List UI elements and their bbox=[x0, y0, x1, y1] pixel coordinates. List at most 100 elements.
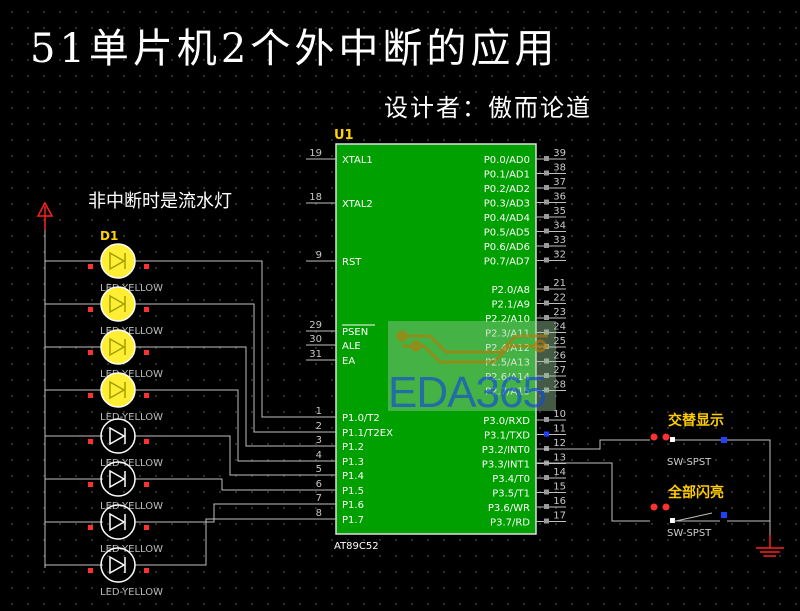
pin-number: 11 bbox=[553, 424, 566, 435]
pin-number: 31 bbox=[309, 349, 322, 360]
led-part-label: LED-YELLOW bbox=[100, 326, 163, 337]
right-pin-group: 39P0.0/AD038P0.1/AD137P0.2/AD236P0.3/AD3… bbox=[482, 148, 566, 529]
pin-number: 36 bbox=[553, 192, 566, 203]
pin-number: 25 bbox=[553, 336, 566, 347]
mcu-chip[interactable]: U1 AT89C52 bbox=[334, 128, 537, 552]
pin-name: RST bbox=[342, 257, 362, 268]
eda365-watermark: EDA365 bbox=[388, 321, 556, 417]
pin-number: 7 bbox=[316, 493, 322, 504]
led-body bbox=[100, 504, 136, 540]
chip-part: AT89C52 bbox=[334, 541, 379, 552]
pin-name: P2.5/A13 bbox=[485, 358, 530, 369]
pin-number: 3 bbox=[316, 435, 322, 446]
pin-name: P3.3/INT1 bbox=[482, 460, 530, 471]
pin-name: P1.7 bbox=[342, 515, 364, 526]
chip-pin-p1-4: 5P1.4 bbox=[306, 464, 364, 482]
pin-name: XTAL2 bbox=[342, 199, 373, 210]
pin-number: 17 bbox=[553, 511, 566, 522]
led-part-label: LED-YELLOW bbox=[100, 501, 163, 512]
switch-label: 交替显示 bbox=[668, 412, 724, 429]
pin-name: EA bbox=[342, 356, 355, 367]
pin-name: P1.1/T2EX bbox=[342, 428, 393, 439]
pin-number: 13 bbox=[553, 453, 566, 464]
pin-name: PSEN bbox=[342, 327, 368, 338]
chip-pin-p1-3: 4P1.3 bbox=[306, 450, 364, 468]
switch-part: SW-SPST bbox=[667, 528, 712, 539]
pin-number: 28 bbox=[553, 380, 566, 391]
pin-number: 22 bbox=[553, 293, 566, 304]
pin-name: P2.3/A11 bbox=[485, 329, 530, 340]
pin-number: 38 bbox=[553, 163, 566, 174]
chip-pin-p2-7-a15: 28P2.7/A15 bbox=[485, 380, 566, 398]
pin-name: P2.7/A15 bbox=[485, 387, 530, 398]
pin-number: 8 bbox=[316, 508, 322, 519]
pin-number: 19 bbox=[309, 148, 322, 159]
switch-interrupt0[interactable]: 交替显示 SW-SPST bbox=[650, 412, 728, 468]
pin-name: P1.3 bbox=[342, 457, 364, 468]
pin-number: 21 bbox=[553, 278, 566, 289]
subtitle-note: 非中断时是流水灯 bbox=[88, 191, 232, 212]
chip-ref: U1 bbox=[334, 128, 354, 143]
chip-pin-p1-1-t2ex: 2P1.1/T2EX bbox=[306, 421, 393, 439]
ground-icon bbox=[756, 535, 784, 557]
pin-number: 16 bbox=[553, 496, 566, 507]
pin-number: 29 bbox=[309, 320, 322, 331]
pin-name: P0.5/AD5 bbox=[484, 228, 530, 239]
pin-name: P3.5/T1 bbox=[492, 489, 530, 500]
pin-name: ALE bbox=[342, 341, 361, 352]
led-2: LED-YELLOW bbox=[45, 286, 163, 337]
led-array: LED-YELLOWD1LED-YELLOWLED-YELLOWLED-YELL… bbox=[45, 229, 163, 598]
pin-number: 10 bbox=[553, 409, 566, 420]
led-3: LED-YELLOW bbox=[45, 329, 163, 380]
pin-name: P3.2/INT0 bbox=[482, 445, 530, 456]
pin-name: P0.2/AD2 bbox=[484, 184, 530, 195]
led-5: LED-YELLOW bbox=[45, 418, 163, 469]
pin-name: P3.4/T0 bbox=[492, 474, 530, 485]
pin-name: P2.1/A9 bbox=[491, 300, 530, 311]
pin-number: 26 bbox=[553, 351, 566, 362]
chip-pin-p2-6-a14: 27P2.6/A14 bbox=[485, 365, 566, 383]
pin-name: P1.2 bbox=[342, 442, 364, 453]
switch-interrupt1[interactable]: 全部闪亮 SW-SPST bbox=[650, 484, 728, 539]
pin-name: P1.0/T2 bbox=[342, 413, 380, 424]
chip-pin-p1-2: 3P1.2 bbox=[306, 435, 364, 453]
chip-pin-p1-0-t2: 1P1.0/T2 bbox=[306, 406, 380, 424]
pin-name: P1.6 bbox=[342, 500, 364, 511]
pin-number: 39 bbox=[553, 148, 566, 159]
led-body bbox=[100, 372, 136, 408]
pin-name: P1.4 bbox=[342, 471, 364, 482]
led-ref: D1 bbox=[100, 229, 118, 243]
pin-number: 14 bbox=[553, 467, 566, 478]
led-part-label: LED-YELLOW bbox=[100, 412, 163, 423]
pin-number: 6 bbox=[316, 479, 322, 490]
led-8: LED-YELLOW bbox=[45, 547, 163, 598]
vcc-bus bbox=[36, 201, 54, 568]
pin-name: P0.7/AD7 bbox=[484, 257, 530, 268]
pin-name: P0.6/AD6 bbox=[484, 242, 530, 253]
pin-number: 37 bbox=[553, 177, 566, 188]
pin-number: 18 bbox=[309, 192, 322, 203]
pin-number: 34 bbox=[553, 221, 566, 232]
pin-number: 4 bbox=[316, 450, 322, 461]
led-part-label: LED-YELLOW bbox=[100, 458, 163, 469]
pin-number: 23 bbox=[553, 307, 566, 318]
pin-number: 30 bbox=[309, 334, 322, 345]
chip-pin-p2-3-a11: 24P2.3/A11 bbox=[485, 322, 566, 340]
led-body bbox=[100, 243, 136, 279]
